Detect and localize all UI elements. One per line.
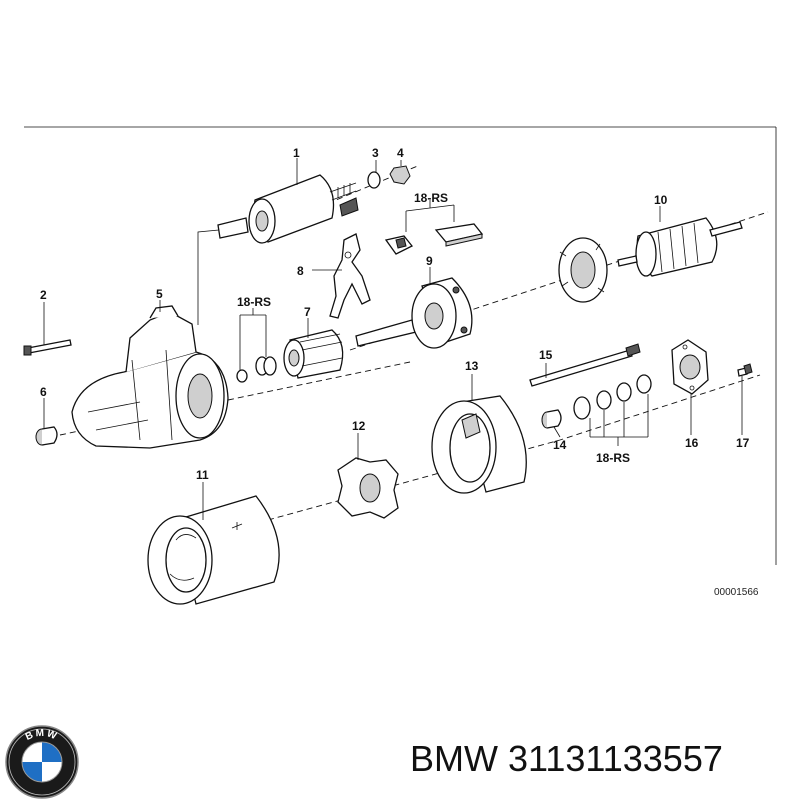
fork-hole (344, 251, 352, 259)
part-1-solenoid (217, 174, 359, 244)
part-18-rs-washers (573, 374, 652, 446)
part-15-through-bolt (529, 343, 641, 387)
callout-4: 4 (397, 146, 404, 160)
callout-11: 11 (196, 468, 209, 482)
part-11-housing-cover (147, 495, 280, 605)
bmw-logo: BMW (5, 725, 79, 799)
callout-8: 8 (297, 264, 304, 278)
part-10-brush-ring (558, 237, 608, 303)
part-5-drive-end-housing (71, 305, 229, 449)
part-number-caption: BMW 31131133557 (410, 738, 723, 779)
leader-lines (43, 158, 743, 520)
callout-5: 5 (156, 287, 163, 301)
part-3-washer (367, 171, 381, 189)
callout-18-rs-right: 18-RS (596, 451, 630, 465)
bmw-logo-text: BMW (24, 728, 58, 743)
part-4-nut (389, 165, 411, 185)
callout-15: 15 (539, 348, 553, 362)
leader-solenoid-to-housing (197, 227, 241, 325)
callout-12: 12 (352, 419, 366, 433)
callout-2: 2 (40, 288, 47, 302)
part-7-pinion (283, 329, 344, 379)
svg-text:BMW: BMW (24, 728, 60, 743)
callout-7: 7 (304, 305, 311, 319)
part-18-rs-stop-ring (255, 356, 277, 376)
callout-18-rs-left: 18-RS (237, 295, 271, 309)
part-18-rs-circlip (236, 369, 248, 383)
callout-17: 17 (736, 436, 750, 450)
part-6-bushing (35, 426, 58, 446)
part-14-sleeve (541, 409, 562, 429)
callout-6: 6 (40, 385, 47, 399)
callout-9: 9 (426, 254, 433, 268)
callout-1: 1 (293, 146, 300, 160)
callout-14: 14 (553, 438, 567, 452)
part-17-screw (737, 363, 753, 377)
callout-3: 3 (372, 146, 379, 160)
part-12-brush-holder (337, 457, 399, 519)
part-13-field-frame (431, 395, 527, 494)
callout-10: 10 (654, 193, 668, 207)
part-18-rs-top-terminals (384, 200, 484, 255)
diagram-reference-number: 00001566 (714, 587, 759, 598)
part-2-bolt (23, 339, 72, 356)
part-10-armature (617, 217, 743, 277)
callout-13: 13 (465, 359, 479, 373)
callout-18-rs-top: 18-RS (414, 191, 448, 205)
part-8-shift-fork (329, 233, 371, 319)
callout-16: 16 (685, 436, 699, 450)
part-9-planetary-gear (355, 277, 473, 349)
part-16-end-cap (671, 339, 709, 395)
